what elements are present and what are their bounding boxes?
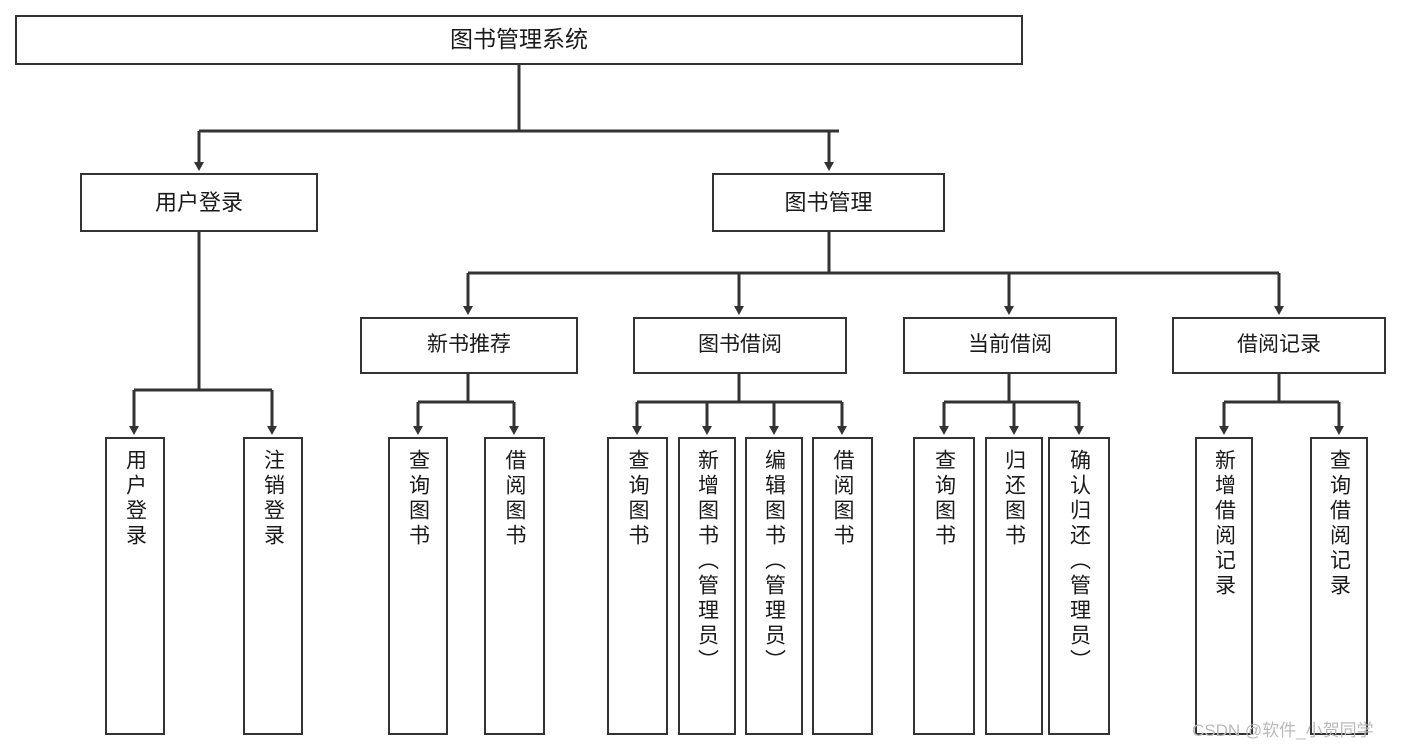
node-leaf-user-logout-label: 注销登录 bbox=[261, 449, 285, 549]
node-borrow-record-label: 借阅记录 bbox=[1237, 333, 1321, 357]
csdn-watermark: CSDN @软件_小贺同学 bbox=[1192, 721, 1374, 740]
node-leaf-query-book-3-label: 查询图书 bbox=[932, 449, 956, 549]
node-new-book-recommend-label: 新书推荐 bbox=[427, 333, 511, 357]
node-leaf-user-login-label: 用户登录 bbox=[123, 449, 147, 549]
node-leaf-query-book-1-label: 查询图书 bbox=[406, 449, 430, 549]
node-leaf-query-book-3[interactable]: 查询图书 bbox=[913, 437, 975, 735]
node-leaf-edit-book-label: 编辑图书（管理员） bbox=[762, 449, 786, 674]
node-leaf-user-login[interactable]: 用户登录 bbox=[105, 437, 165, 735]
node-leaf-add-record[interactable]: 新增借阅记录 bbox=[1195, 437, 1253, 735]
node-leaf-user-logout[interactable]: 注销登录 bbox=[243, 437, 303, 735]
node-book-manage[interactable]: 图书管理 bbox=[712, 173, 945, 232]
node-current-borrow-label: 当前借阅 bbox=[968, 333, 1052, 357]
node-leaf-confirm-return-label: 确认归还（管理员） bbox=[1067, 449, 1091, 674]
node-leaf-borrow-book-1-label: 借阅图书 bbox=[503, 449, 526, 549]
node-leaf-edit-book[interactable]: 编辑图书（管理员） bbox=[745, 437, 803, 735]
node-leaf-add-book-label: 新增图书（管理员） bbox=[695, 449, 719, 674]
node-user-login-label: 用户登录 bbox=[154, 189, 243, 215]
node-user-login[interactable]: 用户登录 bbox=[80, 173, 318, 232]
node-leaf-borrow-book-2-label: 借阅图书 bbox=[831, 449, 854, 549]
node-borrow-record[interactable]: 借阅记录 bbox=[1172, 317, 1386, 374]
node-leaf-query-book-1[interactable]: 查询图书 bbox=[388, 437, 448, 735]
node-leaf-borrow-book-1[interactable]: 借阅图书 bbox=[484, 437, 545, 735]
node-leaf-add-book[interactable]: 新增图书（管理员） bbox=[678, 437, 736, 735]
node-leaf-return-book-label: 归还图书 bbox=[1002, 449, 1026, 549]
node-leaf-confirm-return[interactable]: 确认归还（管理员） bbox=[1048, 437, 1110, 735]
node-leaf-return-book[interactable]: 归还图书 bbox=[985, 437, 1043, 735]
node-root[interactable]: 图书管理系统 bbox=[15, 15, 1023, 65]
node-leaf-borrow-book-2[interactable]: 借阅图书 bbox=[812, 437, 873, 735]
node-book-manage-label: 图书管理 bbox=[784, 189, 873, 215]
node-root-label: 图书管理系统 bbox=[450, 26, 588, 53]
node-leaf-query-record-label: 查询借阅记录 bbox=[1327, 449, 1351, 599]
node-leaf-add-record-label: 新增借阅记录 bbox=[1212, 449, 1236, 599]
node-book-borrow-label: 图书借阅 bbox=[698, 333, 782, 357]
node-leaf-query-book-2[interactable]: 查询图书 bbox=[607, 437, 668, 735]
node-leaf-query-book-2-label: 查询图书 bbox=[626, 449, 649, 549]
node-leaf-query-record[interactable]: 查询借阅记录 bbox=[1310, 437, 1368, 735]
node-current-borrow[interactable]: 当前借阅 bbox=[903, 317, 1117, 374]
node-book-borrow[interactable]: 图书借阅 bbox=[633, 317, 847, 374]
node-new-book-recommend[interactable]: 新书推荐 bbox=[360, 317, 578, 374]
